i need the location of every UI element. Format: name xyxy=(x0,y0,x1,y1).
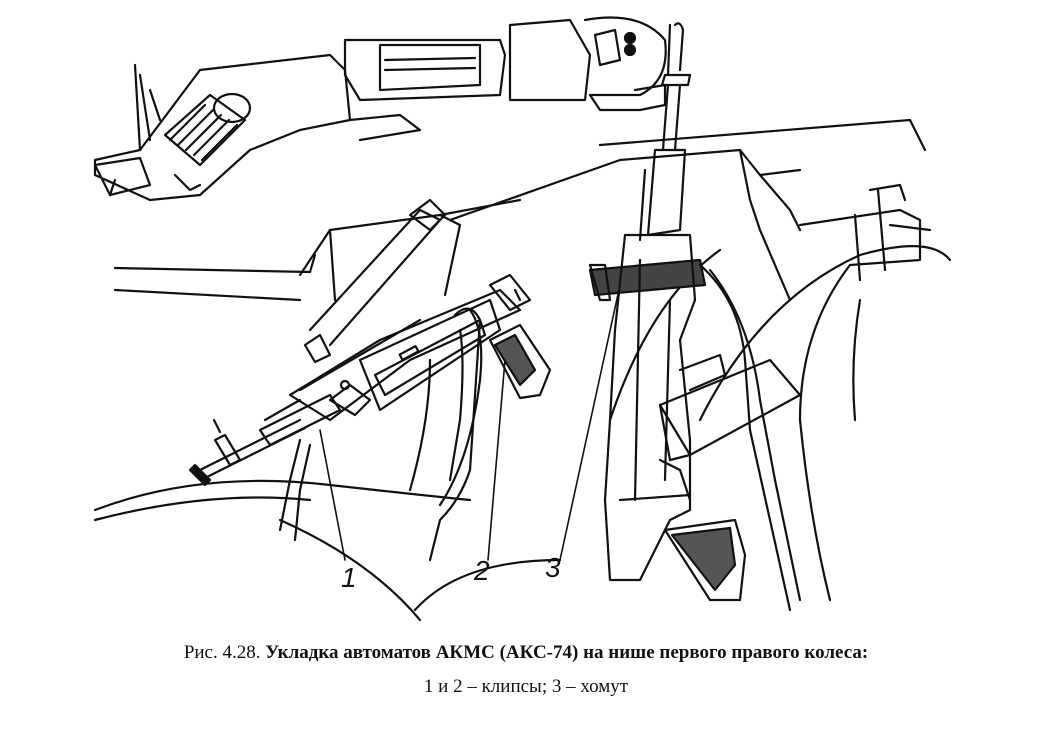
handle-grip xyxy=(163,92,252,192)
callout-leaders xyxy=(319,284,621,561)
callout-1: 1 xyxy=(341,562,357,593)
figure-number: Рис. 4.28. xyxy=(183,642,261,663)
callout-3: 3 xyxy=(545,552,561,583)
callout-2: 2 xyxy=(474,555,490,586)
upper-cabin-structure xyxy=(93,16,667,202)
rifle-left xyxy=(188,198,552,562)
figure-title: Укладка автоматов АКМС (АКС-74) на нише … xyxy=(265,642,869,663)
caption-legend: 1 и 2 – клипсы; 3 – хомут xyxy=(423,676,629,697)
rifle-right xyxy=(588,22,802,612)
figure-caption: Рис. 4.28. Укладка автоматов АКМС (АКС-7… xyxy=(0,640,1052,700)
caption-title-line: Рис. 4.28. Укладка автоматов АКМС (АКС-7… xyxy=(0,640,1052,666)
wheel-niche xyxy=(93,118,952,622)
rifle-stowage-drawing xyxy=(93,16,952,622)
technical-illustration xyxy=(93,16,952,622)
